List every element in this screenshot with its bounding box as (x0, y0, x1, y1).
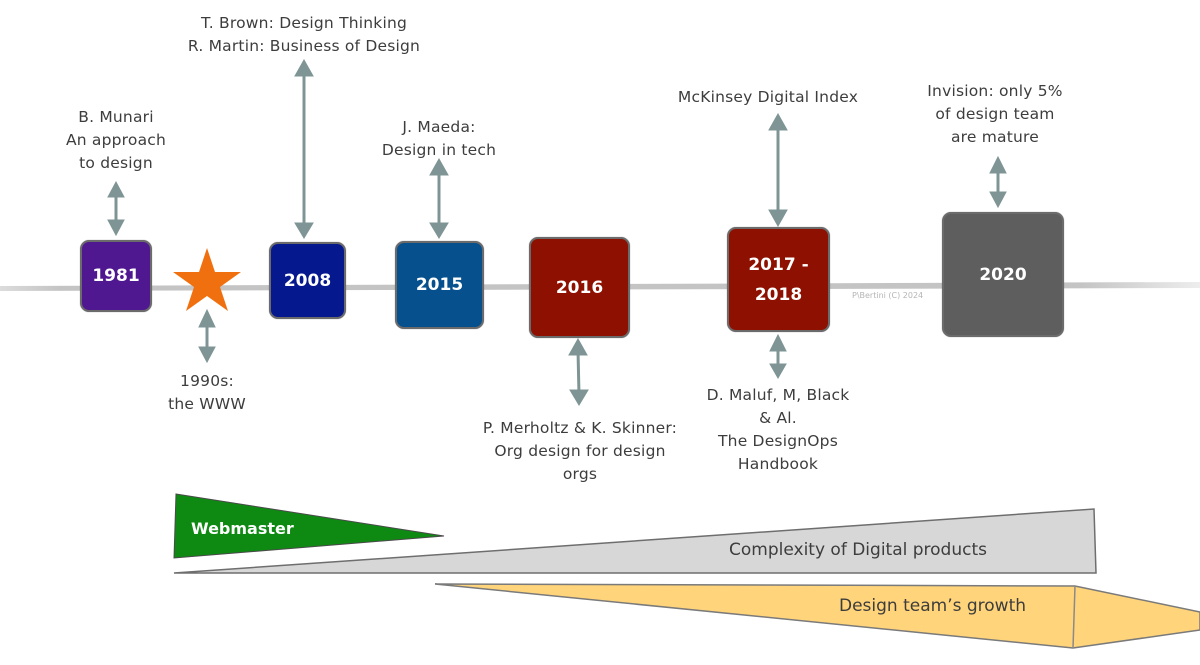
annotation-line: D. Maluf, M, Black (706, 386, 850, 404)
arrow-brown-martin (294, 58, 314, 239)
design-team-label: Design team’s growth (839, 596, 1027, 616)
annotation-munari: B. Munari An approach to design (56, 106, 176, 175)
arrow-munari (107, 180, 125, 237)
milestone-1981[interactable]: 1981 (80, 240, 152, 312)
annotation-line: R. Martin: Business of Design (187, 37, 421, 55)
milestone-2008-label: 2008 (283, 270, 332, 291)
annotation-line: T. Brown: Design Thinking (200, 14, 408, 32)
milestone-2020[interactable]: 2020 (942, 212, 1064, 337)
annotation-line: J. Maeda: (402, 118, 476, 136)
annotation-line: B. Munari (78, 108, 154, 126)
annotation-line: of design team (935, 105, 1055, 123)
annotation-merholtz: P. Merholtz & K. Skinner: Org design for… (450, 417, 710, 486)
annotation-line: to design (79, 154, 153, 172)
annotation-line: are mature (950, 128, 1040, 146)
annotation-line: & Al. (759, 409, 797, 427)
annotation-line: the WWW (168, 395, 246, 413)
annotation-line: orgs (562, 465, 598, 483)
milestone-2016-label: 2016 (555, 277, 604, 298)
annotation-www: 1990s: the WWW (147, 370, 267, 416)
milestone-2017-2018-label-line1: 2017 - (748, 254, 809, 275)
arrow-maluf (769, 333, 787, 380)
annotation-line: Handbook (737, 455, 819, 473)
webmaster-wedge (173, 493, 445, 559)
milestone-2017-2018[interactable]: 2017 - 2018 (727, 227, 830, 332)
arrow-merholtz (568, 337, 589, 406)
annotation-line: Invision: only 5% (927, 82, 1063, 100)
milestone-1981-label: 1981 (92, 266, 140, 286)
milestone-2008[interactable]: 2008 (269, 242, 346, 319)
annotation-line: The DesignOps (718, 432, 838, 450)
arrow-maeda (429, 157, 449, 239)
annotation-line: An approach (65, 131, 167, 149)
arrow-invision (989, 155, 1007, 209)
annotation-line: P. Merholtz & K. Skinner: (482, 419, 678, 437)
annotation-maluf: D. Maluf, M, Black & Al. The DesignOps H… (688, 384, 868, 476)
annotation-mckinsey: McKinsey Digital Index (658, 86, 878, 109)
complexity-wedge (173, 508, 1097, 574)
annotation-line: McKinsey Digital Index (677, 88, 859, 106)
arrow-www (198, 308, 216, 364)
design-team-wedge (434, 583, 1200, 649)
www-star-icon (173, 248, 241, 311)
milestone-2017-2018-label-line2: 2018 (754, 284, 803, 305)
milestone-2016[interactable]: 2016 (529, 237, 630, 338)
annotation-line: Org design for design (494, 442, 666, 460)
arrow-mckinsey (768, 112, 788, 228)
watermark: P\Bertini (C) 2024 (852, 291, 924, 300)
milestone-2020-label: 2020 (979, 265, 1027, 285)
annotation-line: Design in tech (381, 141, 497, 159)
annotation-line: 1990s: (180, 372, 234, 390)
milestone-2015-label: 2015 (415, 275, 464, 295)
annotation-invision: Invision: only 5% of design team are mat… (900, 80, 1090, 149)
webmaster-label: Webmaster (191, 519, 294, 538)
annotation-maeda: J. Maeda: Design in tech (374, 116, 504, 162)
milestone-2015[interactable]: 2015 (395, 241, 484, 329)
annotation-brown-martin: T. Brown: Design Thinking R. Martin: Bus… (164, 12, 444, 58)
complexity-label: Complexity of Digital products (729, 540, 987, 560)
